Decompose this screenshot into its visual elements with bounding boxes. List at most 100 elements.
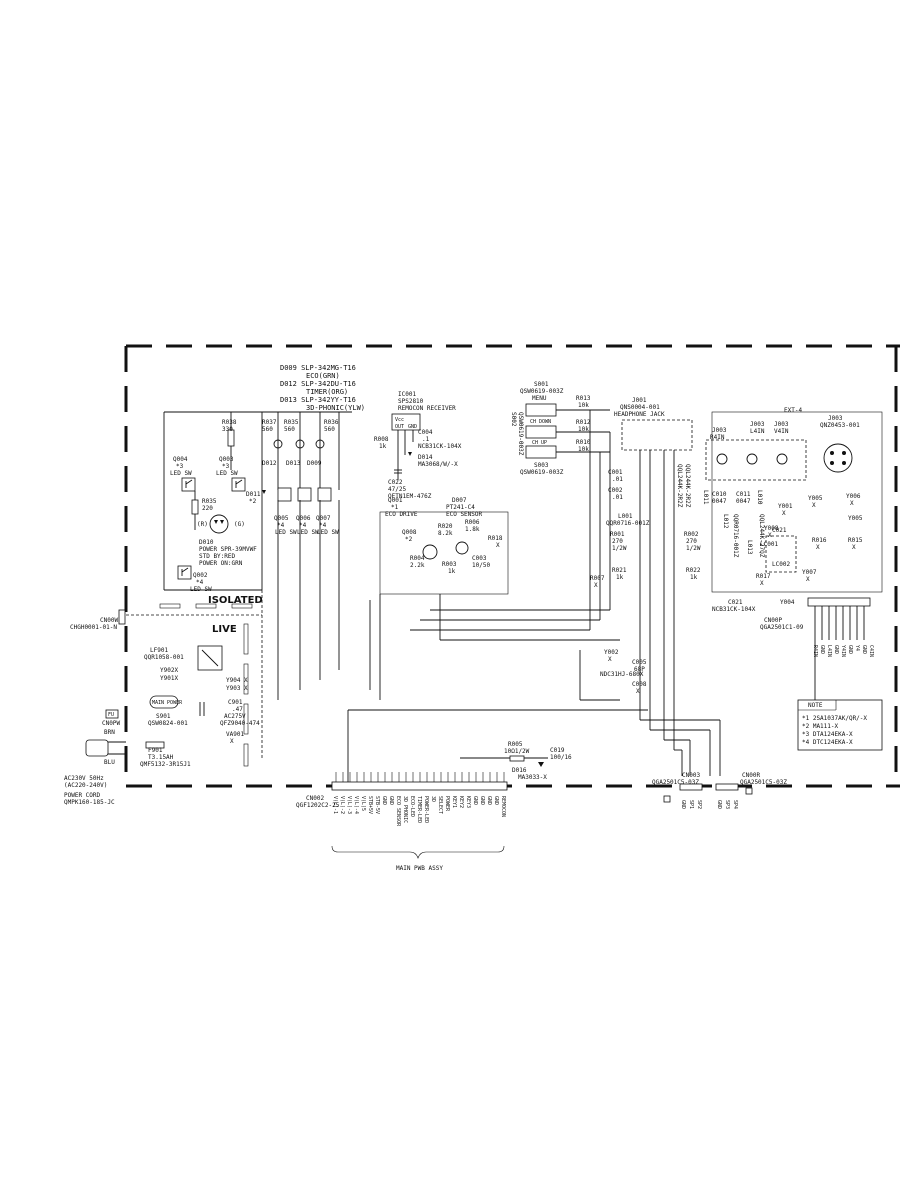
d013-ref: D013 bbox=[286, 460, 301, 467]
ac-label: AC230V 50Hz bbox=[64, 775, 104, 782]
c022-part: QETN1EM-476Z bbox=[388, 493, 432, 500]
r004-value: 2.2k bbox=[410, 562, 425, 569]
c003-value: 10/50 bbox=[472, 562, 490, 569]
d007-symbol bbox=[455, 541, 469, 555]
c008-value: X bbox=[636, 688, 640, 695]
cn00p-connector bbox=[807, 597, 871, 607]
r016-value: X bbox=[816, 544, 820, 551]
cn002-pin-label: ECO SENSOR bbox=[395, 796, 401, 827]
l011-label: L011 bbox=[702, 490, 709, 505]
cn002-pin-label: V(L)-2 bbox=[339, 796, 345, 814]
y007-label: Y007 bbox=[802, 569, 817, 576]
live-label: LIVE bbox=[212, 624, 237, 635]
l012-label: L012 bbox=[722, 514, 729, 529]
board-border bbox=[124, 344, 900, 788]
note-box: NOTE *1 2SA1037AK/QR/-X *2 MA111-X *3 DT… bbox=[797, 699, 883, 751]
l010-label: L010 bbox=[756, 490, 763, 505]
r020-label: R020 bbox=[438, 523, 453, 530]
j003-rca-l bbox=[746, 453, 758, 465]
c010-value: 0047 bbox=[712, 498, 727, 505]
r018-label: R018 bbox=[488, 535, 503, 542]
c901-ref: C901 bbox=[228, 699, 243, 706]
d007-part: PT241-C4 bbox=[446, 504, 475, 511]
key-switches: S001 QSW0619-003Z MENU CH DOWN CH UP S00… bbox=[510, 381, 610, 476]
r013-label: R013 bbox=[576, 395, 591, 402]
j003d-part: QNZ0453-001 bbox=[820, 422, 860, 429]
r037-label: R037 bbox=[262, 419, 277, 426]
r022-label: R022 bbox=[686, 567, 701, 574]
cn002-pin-label: 3D PHONIC bbox=[402, 796, 408, 823]
isolated-label: ISOLATED bbox=[208, 595, 263, 606]
main-pwb-bracket: MAIN PWB ASSY bbox=[331, 845, 505, 872]
q003-transistor bbox=[231, 477, 246, 492]
d010-ref: D010 bbox=[199, 539, 214, 546]
cn002-pin-label: REMOCON bbox=[500, 796, 506, 817]
d013-part: D013 SLP-342YY-T16 bbox=[280, 396, 356, 404]
eco-section: Q001 *1 ECO DRIVE D007 PT241-C4 ECO SENS… bbox=[379, 497, 509, 595]
main-power-badge bbox=[149, 695, 179, 709]
c002-label: C002 bbox=[608, 487, 623, 494]
ic001-ref: IC001 bbox=[398, 391, 416, 398]
j003-svideo bbox=[823, 443, 853, 473]
c001-value: .01 bbox=[612, 476, 623, 483]
v4in-label: V4IN bbox=[774, 428, 789, 435]
r035-label: R035 bbox=[202, 498, 217, 505]
lf901-ref: LF901 bbox=[150, 647, 168, 654]
va901-ref: VA901 bbox=[226, 731, 244, 738]
q007-desc: LED SW bbox=[317, 529, 339, 536]
main-pwb-label: MAIN PWB ASSY bbox=[396, 865, 443, 872]
ic001-part: SPS2810 bbox=[398, 398, 424, 405]
c021-label: C021 bbox=[728, 599, 743, 606]
headphone-section: J001 QNS0004-001 HEADPHONE JACK C001 .01… bbox=[590, 397, 701, 640]
y006-label: Y006 bbox=[846, 493, 861, 500]
c019-value: 100/16 bbox=[550, 754, 572, 761]
cn00w-part: CHGH0001-01-N bbox=[70, 624, 117, 631]
brn-label: BRN bbox=[104, 729, 115, 736]
j003d-ref: J003 bbox=[828, 415, 843, 422]
y901-label: Y901X bbox=[160, 675, 178, 682]
isolation-boundary: ISOLATED LIVE bbox=[126, 590, 263, 767]
y004-label: Y004 bbox=[780, 599, 795, 606]
r006-label: R006 bbox=[465, 519, 480, 526]
q001-ref: Q001 bbox=[388, 497, 403, 504]
s001-part: QSW0619-003Z bbox=[520, 388, 564, 395]
q007-ref: Q007 bbox=[316, 515, 331, 522]
c010-label: C010 bbox=[712, 491, 727, 498]
s001-switch bbox=[525, 403, 557, 417]
q005-ref: Q005 bbox=[274, 515, 289, 522]
y008-value: X bbox=[768, 532, 772, 539]
y903-label: Y903 X bbox=[226, 685, 248, 692]
q006-ref: Q006 bbox=[296, 515, 311, 522]
q002-transistor bbox=[177, 565, 192, 580]
cn002-part: QGF1202C2-25 bbox=[296, 802, 340, 809]
y005-label: Y005 bbox=[808, 495, 823, 502]
ac-range: (AC220-240V) bbox=[64, 782, 107, 789]
cn002-pin-label: KEY3 bbox=[465, 796, 471, 808]
q003-desc: LED SW bbox=[216, 470, 238, 477]
j003-rca-r bbox=[716, 453, 728, 465]
r035b-label: R035 bbox=[284, 419, 299, 426]
cn002-pin-label: TIMER-LED bbox=[416, 796, 422, 823]
r003-value: 1k bbox=[448, 568, 456, 575]
cn003-pin-1: GND bbox=[680, 800, 686, 809]
cn00r-pin-3: SP4 bbox=[732, 800, 738, 809]
cn002-pin-label: KEY2 bbox=[458, 796, 464, 808]
ext-pin-5: Y4IN bbox=[840, 645, 846, 657]
ext-pin-2: GND bbox=[819, 645, 825, 654]
y002-area: Y002 X C005 68P NDC31HJ-680X C008 X bbox=[600, 649, 647, 695]
c011-value: 0047 bbox=[736, 498, 751, 505]
q004-ref: Q004 bbox=[173, 456, 188, 463]
q004-note: *3 bbox=[176, 463, 184, 470]
c003-label: C003 bbox=[472, 555, 487, 562]
cn002-pin-label: SELECT bbox=[437, 796, 443, 814]
r013-value: 10k bbox=[578, 402, 589, 409]
c901-part: QFZ9040-474 bbox=[220, 720, 260, 727]
ic001-pin-vcc: Vcc bbox=[395, 417, 404, 423]
q005-desc: LED SW bbox=[275, 529, 297, 536]
r010-value: 10k bbox=[578, 446, 589, 453]
led-part-list: D009 SLP-342MG-T16 ECO(GRN) D012 SLP-342… bbox=[280, 364, 365, 412]
r012-value: 10k bbox=[578, 426, 589, 433]
r017-value: X bbox=[760, 580, 764, 587]
y904-label: Y904 X bbox=[226, 677, 248, 684]
cn002-ref: CN002 bbox=[306, 795, 324, 802]
